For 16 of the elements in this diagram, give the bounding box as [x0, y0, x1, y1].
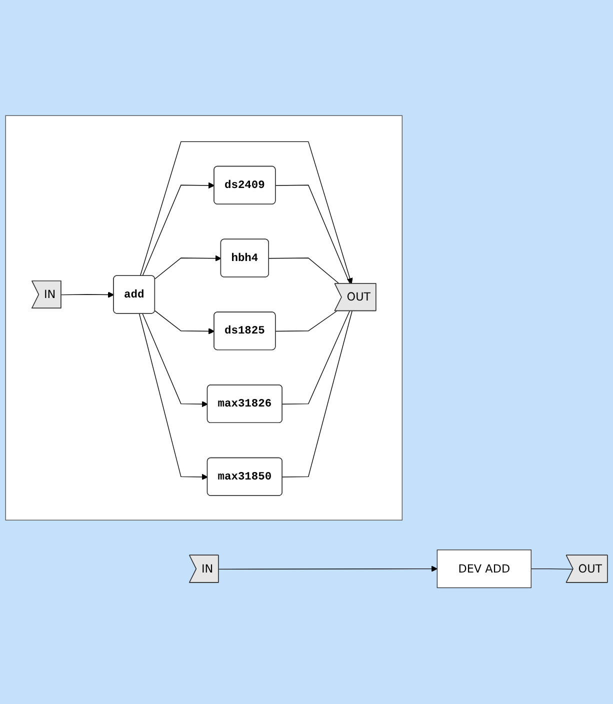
connector: [275, 311, 338, 332]
arrow: [218, 566, 438, 572]
arrow: [140, 142, 353, 284]
connector: [530, 568, 574, 570]
arrow: [142, 182, 215, 277]
node-box: DEV ADD: [436, 550, 532, 588]
arrow: [142, 314, 208, 408]
connector: [282, 311, 352, 478]
arrow: [138, 314, 208, 480]
cluster: [5, 116, 403, 521]
arrow: [60, 292, 114, 298]
connector: [268, 258, 340, 284]
arrow: [154, 310, 215, 335]
connector: [275, 185, 350, 284]
connector: [282, 311, 350, 405]
arrow: [154, 256, 222, 280]
